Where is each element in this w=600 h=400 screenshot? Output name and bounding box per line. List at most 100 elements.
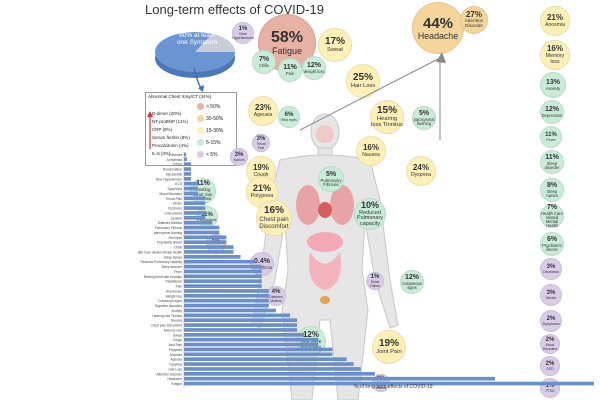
legend-item: D-dimer (20%)	[152, 111, 182, 116]
bar	[184, 250, 234, 254]
bubble-percent: 11%	[545, 153, 559, 161]
symptom-bubble: 8%Sleep Apnea	[540, 178, 564, 202]
bubble-label: Attention Disorder	[464, 18, 484, 29]
bar-category-label: New Hypertension	[156, 177, 182, 181]
bubble-label: Cough	[253, 171, 269, 178]
bubble-label: Renal Failure	[370, 280, 380, 288]
bubble-percent: 44%	[422, 14, 454, 32]
bar	[184, 318, 298, 323]
bubble-percent: 11%	[196, 180, 210, 188]
bubble-label: Memory loss	[545, 53, 565, 65]
bubble-label: Dysphoria	[542, 321, 560, 326]
bubble-percent: 19%	[252, 162, 269, 172]
bar	[184, 167, 192, 171]
bar-category-label: Ageusia	[170, 358, 182, 362]
bubble-label: Digestive disorders	[300, 339, 322, 351]
bubble-label: Dizziness	[543, 269, 559, 274]
bar	[184, 181, 199, 186]
symptom-bubble: 25%Hair Loss	[346, 64, 380, 98]
legend-range: 30-50%	[206, 116, 224, 122]
bubble-percent: 12%	[306, 61, 321, 69]
legend-arrow-icon	[147, 111, 153, 149]
bubble-label: Headache	[417, 30, 459, 41]
symptom-bubble: 1%New Hypertension	[232, 22, 254, 44]
symptom-bubble: 1%Renal Failure	[366, 272, 384, 290]
bar-category-label: paroxysmal flushing	[154, 231, 182, 235]
symptom-bubble: 7%Chills	[252, 50, 276, 74]
bar	[184, 211, 206, 215]
bubble-label: Pulmonary Fibrosis	[320, 177, 342, 187]
bubble-percent: 2%	[546, 315, 556, 322]
bubble-label: Cutaneous signs	[402, 280, 422, 290]
bar-category-label: Limb edema	[164, 211, 182, 215]
bar	[184, 323, 298, 327]
symptom-bubble: 11%Pain	[278, 58, 302, 82]
bar-category-label: OCD	[175, 182, 183, 186]
bar-category-label: Hearing loss Tinnitus	[152, 314, 182, 318]
symptom-bubble: 27%Attention Disorder	[460, 6, 488, 34]
bar	[184, 172, 192, 176]
bar-category-label: Throat Pain	[166, 197, 183, 201]
bubble-percent: 10%	[360, 199, 379, 210]
bar	[184, 240, 227, 245]
bubble-label: Dyspnea	[410, 171, 432, 178]
symptom-bubble: 16%Memory loss	[540, 40, 570, 70]
bar-category-label: Polypnea	[169, 348, 183, 352]
symptom-bubble: 44%Headache	[412, 2, 464, 54]
bar-category-label: Palpitations	[166, 280, 183, 284]
symptom-bubble: 21%Polypnea	[246, 176, 278, 208]
bubble-label: paroxysmal flushing	[413, 116, 435, 126]
bubble-percent: 5%	[418, 109, 430, 117]
bar-category-label: Headache	[167, 377, 182, 381]
bubble-label: Reduced Pulmonary capacity	[357, 209, 383, 227]
legend-range: < 5%	[206, 152, 218, 158]
chart-xlabel: % of long-term effects of COVID-19	[354, 384, 433, 390]
bubble-label: Depression	[541, 112, 563, 118]
bar-category-label: Diabetes Mellitus	[158, 221, 183, 225]
bar	[184, 215, 206, 220]
bar	[184, 162, 192, 167]
symptom-bubble: 10%Reduced Pulmonary capacity	[354, 198, 386, 230]
bar	[184, 235, 227, 240]
summary-pie	[155, 32, 235, 78]
bubble-percent: 12%	[404, 273, 419, 281]
bar-category-label: Depression	[166, 289, 182, 293]
symptom-bubble: 12%Depression	[540, 100, 564, 124]
bubble-percent: 15%	[376, 104, 397, 116]
bubble-label: Fatigue	[271, 46, 303, 56]
symptom-bubble: 2%Mood Disorders	[540, 334, 560, 354]
bubble-percent: 0.4%	[254, 257, 270, 265]
bubble-percent: 12%	[544, 105, 559, 113]
symptom-bubble: 16%Chest pain Discomfort	[256, 200, 292, 236]
bar-category-label: Red eyes	[169, 236, 183, 240]
bubble-percent: 1%	[370, 274, 380, 281]
bar	[184, 337, 319, 342]
legend: Abnormal Chest Xray/CT (34%)D-dimer (20%…	[145, 92, 237, 166]
legend-item: NT-proBNP (11%)	[152, 119, 188, 124]
bar-category-label: Resting heart rate increase	[144, 275, 182, 279]
bubble-percent: 16%	[362, 142, 379, 152]
down-arrow-icon	[193, 67, 204, 92]
bubble-label: Polypnea	[250, 193, 274, 200]
bar	[184, 342, 319, 347]
bubble-percent: 17%	[324, 35, 345, 47]
bubble-percent: 11%	[545, 131, 557, 138]
bar-category-label: Sweat	[173, 333, 182, 337]
bubble-label: New Hypertension	[232, 31, 255, 40]
bubble-percent: 16%	[263, 205, 284, 217]
bar	[184, 371, 375, 376]
symptom-bubble: 7%Health Care related Mental Health	[540, 204, 564, 228]
bar	[184, 357, 347, 362]
symptom-bubble: 11%Sleep disorder	[540, 150, 564, 174]
bar-category-label: Dysphoria	[168, 187, 183, 191]
bubble-percent: 19%	[378, 337, 399, 349]
bar-category-label: Psychiatric illness	[157, 241, 183, 245]
bar-category-label: Pulmonary Fibrosis	[155, 226, 183, 230]
bubble-label: Chills	[259, 62, 269, 68]
bubble-label: Pain	[285, 70, 295, 76]
symptom-bubble: 6%Red eyes	[278, 106, 300, 128]
bubble-percent: 4%	[271, 289, 281, 296]
bubble-percent: 58%	[270, 29, 304, 46]
bubble-percent: 3%	[256, 136, 266, 143]
